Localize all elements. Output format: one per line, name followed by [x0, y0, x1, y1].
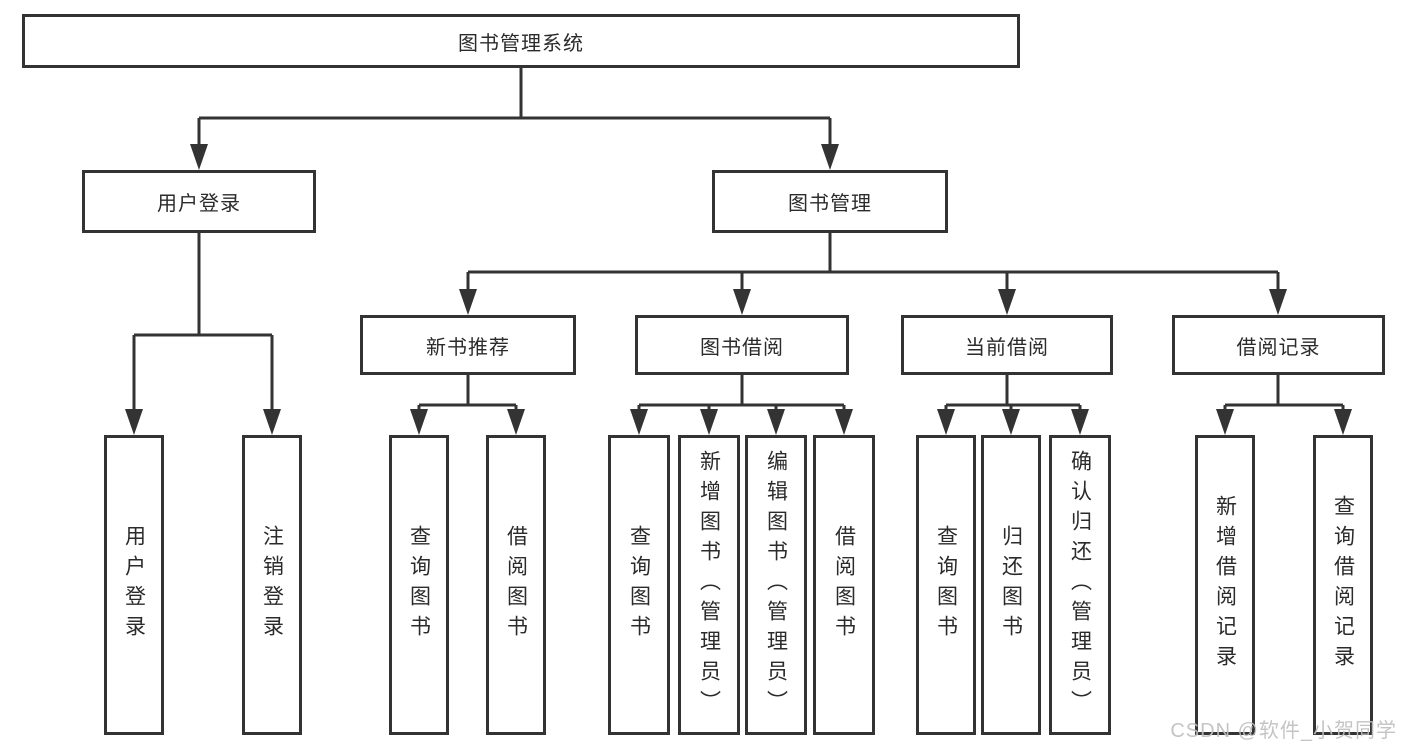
- leaf-edit-book-admin: 编辑图书（管理员）: [745, 435, 807, 735]
- connector-currentborrow-to-leaves: [937, 375, 1089, 435]
- node-label: 查询图书: [407, 525, 431, 645]
- node-label: 当前借阅: [965, 336, 1049, 359]
- leaf-query-borrow-record: 查询借阅记录: [1313, 435, 1373, 735]
- leaf-query-books-current: 查询图书: [916, 435, 976, 735]
- leaf-query-books-borrow: 查询图书: [608, 435, 670, 735]
- node-label: 注销登录: [260, 525, 284, 645]
- node-label: 用户登录: [122, 525, 146, 645]
- leaf-return-book: 归还图书: [981, 435, 1041, 735]
- node-label: 图书管理系统: [458, 32, 584, 55]
- node-label: 查询借阅记录: [1331, 495, 1355, 675]
- node-label: 归还图书: [999, 525, 1023, 645]
- connector-borrowrecord-to-leaves: [1216, 375, 1352, 435]
- node-label: 新增借阅记录: [1213, 495, 1237, 675]
- node-label: 新书推荐: [426, 336, 510, 359]
- node-label: 查询图书: [627, 525, 651, 645]
- node-label: 确认归还（管理员）: [1068, 450, 1092, 720]
- node-book-borrow: 图书借阅: [635, 315, 849, 375]
- node-book-management: 图书管理: [712, 170, 948, 233]
- node-label: 查询图书: [934, 525, 958, 645]
- connector-root-to-level2: [190, 68, 839, 170]
- node-library-system: 图书管理系统: [22, 14, 1020, 68]
- node-user-login: 用户登录: [82, 170, 316, 233]
- leaf-borrow-books: 借阅图书: [813, 435, 875, 735]
- node-new-book-recommend: 新书推荐: [360, 315, 576, 375]
- leaf-confirm-return-admin: 确认归还（管理员）: [1049, 435, 1111, 735]
- node-label: 借阅图书: [504, 525, 528, 645]
- connector-bookmgmt-to-level3: [459, 233, 1287, 315]
- node-label: 图书管理: [788, 193, 872, 215]
- node-label: 借阅记录: [1236, 336, 1321, 359]
- leaf-add-borrow-record: 新增借阅记录: [1195, 435, 1255, 735]
- connector-bookborrow-to-leaves: [630, 375, 853, 435]
- node-label: 用户登录: [157, 193, 241, 215]
- node-label: 借阅图书: [832, 525, 856, 645]
- leaf-add-book-admin: 新增图书（管理员）: [678, 435, 740, 735]
- leaf-user-login: 用户登录: [104, 435, 164, 735]
- leaf-borrow-books-recommend: 借阅图书: [486, 435, 546, 735]
- leaf-query-books-recommend: 查询图书: [389, 435, 449, 735]
- leaf-logout: 注销登录: [242, 435, 302, 735]
- connector-newbook-to-leaves: [410, 375, 525, 435]
- node-label: 新增图书（管理员）: [697, 450, 721, 720]
- node-current-borrow: 当前借阅: [901, 315, 1113, 375]
- csdn-watermark: CSDN @软件_小贺同学: [1170, 720, 1397, 742]
- node-label: 图书借阅: [700, 336, 784, 359]
- node-label: 编辑图书（管理员）: [764, 450, 788, 720]
- connector-userlogin-to-leaves: [125, 233, 281, 435]
- node-borrow-records: 借阅记录: [1172, 315, 1385, 375]
